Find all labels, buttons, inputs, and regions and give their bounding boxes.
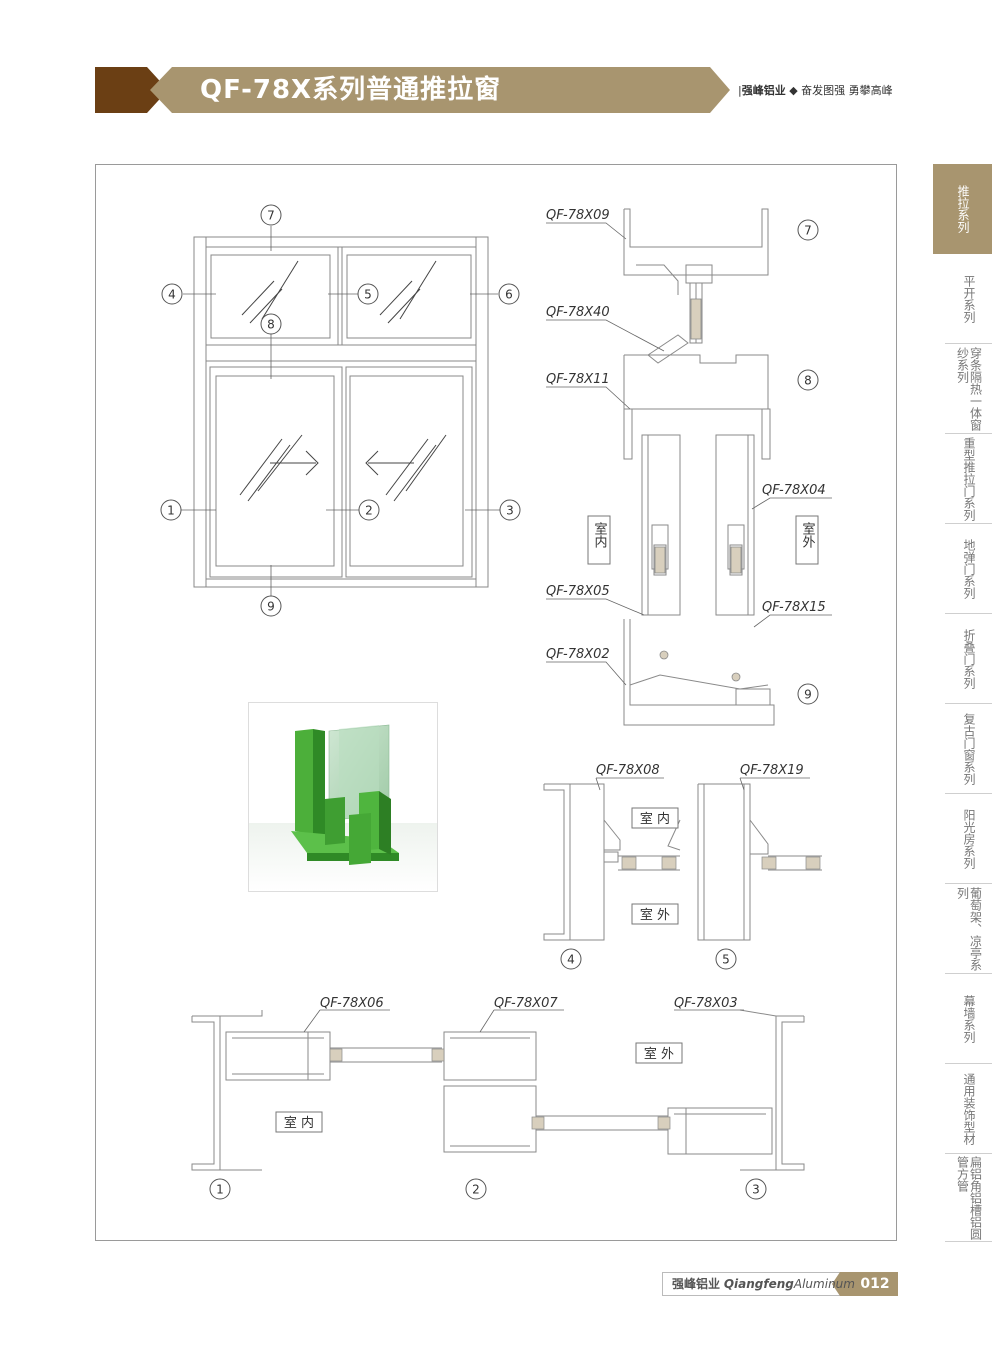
callout-4: 4 xyxy=(161,283,183,305)
callout-4-text: 4 xyxy=(168,288,176,302)
outdoor-text-vertical: 室外 xyxy=(800,521,816,548)
callout-v7-text: 7 xyxy=(804,224,812,238)
mid-callouts: 4 5 xyxy=(560,948,737,970)
green-profile-illustration xyxy=(249,724,437,891)
slogan-brand: 强峰铝业 xyxy=(741,84,786,97)
callout-h1-text: 1 xyxy=(216,1183,224,1197)
sidebar-item-flat-angle-tube[interactable]: 扁铝角铝槽铝圆管方管 xyxy=(945,1154,992,1242)
callout-9-text: 9 xyxy=(267,600,275,614)
callout-7: 7 xyxy=(260,204,282,226)
elevation-callouts: 7 4 5 6 8 1 2 3 9 xyxy=(160,204,521,617)
sidebar-item-label: 推拉系列 xyxy=(956,185,970,233)
callout-1-text: 1 xyxy=(167,504,175,518)
label-qf78x03: QF-78X03 xyxy=(674,996,738,1011)
callout-2-text: 2 xyxy=(365,504,373,518)
header-title-banner xyxy=(150,67,730,113)
indoor-label-vertical: 室内 xyxy=(587,515,611,565)
footer-brand: 强峰铝业 QiangfengAluminum xyxy=(672,1275,855,1292)
callout-3: 3 xyxy=(499,499,521,521)
label-qf78x08: QF-78X08 xyxy=(596,763,660,778)
outdoor-text-mid: 室 外 xyxy=(640,907,670,923)
page-title: QF-78X系列普通推拉窗 xyxy=(200,75,502,105)
callout-5-text: 5 xyxy=(364,288,372,302)
callout-5: 5 xyxy=(357,283,379,305)
sidebar-item-label: 穿条隔热一体窗纱系列 xyxy=(955,346,983,431)
sidebar-item-label: 复古门窗系列 xyxy=(962,712,976,785)
label-qf78x19: QF-78X19 xyxy=(740,763,804,778)
label-qf78x02: QF-78X02 xyxy=(546,647,610,662)
footer-brand-cn: 强峰铝业 xyxy=(672,1277,721,1291)
callout-8-text: 8 xyxy=(267,318,275,332)
page-number: 012 xyxy=(860,1276,890,1292)
window-elevation-drawing: 7 4 5 6 8 1 2 3 9 xyxy=(160,204,521,617)
sidebar-item-label: 通用装饰型材 xyxy=(962,1072,976,1145)
sidebar-item-pergola[interactable]: 葡萄架、凉亭系列 xyxy=(945,884,992,974)
sidebar-item-label: 平开系列 xyxy=(962,274,976,323)
label-qf78x09: QF-78X09 xyxy=(546,208,610,223)
callout-6-text: 6 xyxy=(505,288,513,302)
vertical-callouts: 7 8 9 xyxy=(797,219,819,705)
callout-6: 6 xyxy=(498,283,520,305)
sidebar-item-label: 扁铝角铝槽铝圆管方管 xyxy=(955,1155,983,1240)
label-qf78x07: QF-78X07 xyxy=(494,996,558,1011)
sidebar-item-sunroom[interactable]: 阳光房系列 xyxy=(945,794,992,884)
sidebar-item-label: 折叠门系列 xyxy=(962,628,976,689)
callout-2: 2 xyxy=(358,499,380,521)
indoor-text-horizontal: 室 内 xyxy=(284,1115,314,1131)
outdoor-label-mid: 室 外 xyxy=(631,903,679,925)
label-qf78x40: QF-78X40 xyxy=(546,305,610,320)
indoor-label-mid: 室 内 xyxy=(631,807,679,829)
footer-brand-en-bold: Qiangfeng xyxy=(723,1277,794,1291)
indoor-text-mid: 室 内 xyxy=(640,811,670,827)
sidebar-item-thermal-screen[interactable]: 穿条隔热一体窗纱系列 xyxy=(945,344,992,434)
callout-v9-text: 9 xyxy=(804,688,812,702)
label-qf78x11: QF-78X11 xyxy=(546,372,610,387)
footer-bar xyxy=(662,1272,898,1296)
sidebar-item-label: 葡萄架、凉亭系列 xyxy=(955,886,983,971)
header-slogan: |强峰铝业 ◆ 奋发图强 勇攀高峰 xyxy=(738,84,893,97)
callout-h3-text: 3 xyxy=(752,1183,760,1197)
indoor-text-vertical: 室内 xyxy=(592,521,608,549)
label-qf78x04: QF-78X04 xyxy=(762,483,826,498)
sidebar-item-label: 阳光房系列 xyxy=(962,808,976,869)
sidebar-item-spring-door[interactable]: 地弹门系列 xyxy=(945,524,992,614)
sidebar-item-sliding[interactable]: 推拉系列 xyxy=(933,164,992,254)
callout-v8-text: 8 xyxy=(804,374,812,388)
label-qf78x05: QF-78X05 xyxy=(546,584,610,599)
sidebar-item-label: 幕墙系列 xyxy=(962,994,976,1043)
content-frame xyxy=(95,164,897,1241)
sidebar-item-label: 重型推拉门系列 xyxy=(962,436,976,521)
sidebar-item-folding-door[interactable]: 折叠门系列 xyxy=(945,614,992,704)
sidebar-item-decorative[interactable]: 通用装饰型材 xyxy=(945,1064,992,1154)
outdoor-label-vertical: 室外 xyxy=(795,515,819,565)
header-brown-block xyxy=(95,67,168,113)
label-qf78x15: QF-78X15 xyxy=(762,600,826,615)
label-qf78x06: QF-78X06 xyxy=(320,996,384,1011)
callout-h2-text: 2 xyxy=(472,1183,480,1197)
profile-photo xyxy=(248,702,438,892)
callout-8: 8 xyxy=(260,313,282,335)
outdoor-text-horizontal: 室 外 xyxy=(644,1046,674,1062)
callout-1: 1 xyxy=(160,499,182,521)
sidebar-item-heavy-sliding-door[interactable]: 重型推拉门系列 xyxy=(945,434,992,524)
sidebar-item-curtain-wall[interactable]: 幕墙系列 xyxy=(945,974,992,1064)
callout-9: 9 xyxy=(260,595,282,617)
slogan-text: 奋发图强 勇攀高峰 xyxy=(801,84,893,97)
sidebar-item-retro[interactable]: 复古门窗系列 xyxy=(945,704,992,794)
callout-m5-text: 5 xyxy=(722,953,730,967)
indoor-label-horizontal: 室 内 xyxy=(275,1111,323,1133)
sidebar-item-casement[interactable]: 平开系列 xyxy=(945,254,992,344)
callout-7-text: 7 xyxy=(267,209,275,223)
sidebar-item-label: 地弹门系列 xyxy=(962,538,976,599)
outdoor-label-horizontal: 室 外 xyxy=(635,1042,683,1064)
vertical-section-drawing: QF-78X09 QF-78X40 QF-78X11 QF-78X04 QF-7… xyxy=(546,208,832,726)
horizontal-section-drawing: QF-78X06 QF-78X07 QF-78X03 室 内 室 外 1 2 3 xyxy=(191,996,805,1200)
callout-3-text: 3 xyxy=(506,504,514,518)
mullion-section-drawing: QF-78X08 QF-78X19 室 内 室 外 4 5 xyxy=(543,763,822,970)
horizontal-callouts: 1 2 3 xyxy=(209,1178,767,1200)
callout-m4-text: 4 xyxy=(567,953,575,967)
footer-brand-en: Aluminum xyxy=(793,1277,855,1291)
